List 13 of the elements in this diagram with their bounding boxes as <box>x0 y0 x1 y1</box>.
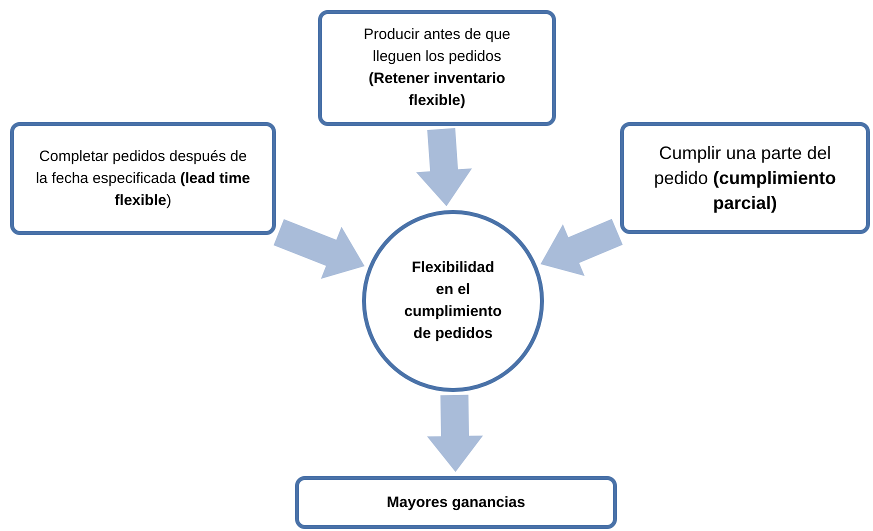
node-label: Mayores ganancias <box>386 492 526 512</box>
block-arrow <box>427 394 483 472</box>
block-arrow <box>540 218 623 276</box>
process-box <box>620 122 870 234</box>
node-label: Flexibilidad en el cumplimiento de pedidos <box>403 258 503 344</box>
process-box <box>318 10 556 126</box>
process-box <box>10 122 276 235</box>
block-arrow <box>274 219 365 279</box>
node-label: Producir antes de que lleguen los pedidos (Retener inventario flexible) <box>362 25 512 111</box>
node-label: Completar pedidos después de la fecha especificada (lead time flexible) <box>34 146 252 210</box>
result-box <box>295 476 617 529</box>
node-label: Cumplir una parte del pedido (cumplimiento parcial) <box>652 142 838 215</box>
block-arrow <box>416 128 472 206</box>
